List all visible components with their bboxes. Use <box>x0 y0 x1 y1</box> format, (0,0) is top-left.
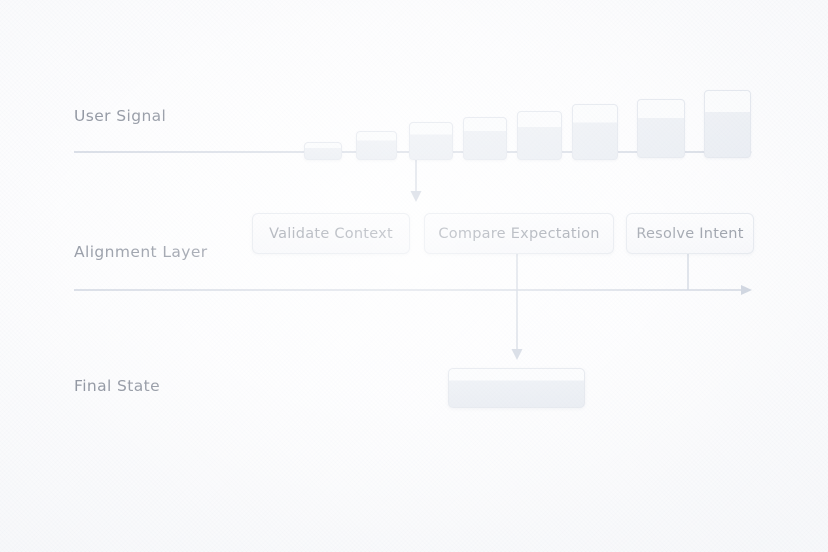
node-resolve-intent[interactable]: Resolve Intent <box>626 213 754 254</box>
row-label-alignment-layer: Alignment Layer <box>74 243 208 261</box>
connector-arrow-alignment-to-final <box>511 349 523 360</box>
node-label-validate-context: Validate Context <box>269 225 393 242</box>
axis-arrow-alignment-layer <box>741 285 752 295</box>
connector-arrow-signal-to-alignment <box>410 191 422 202</box>
node-compare-expectation[interactable]: Compare Expectation <box>424 213 614 254</box>
signal-block-8 <box>704 90 751 158</box>
node-label-resolve-intent: Resolve Intent <box>636 225 744 242</box>
final-state-block <box>448 368 585 408</box>
signal-block-3 <box>409 122 453 160</box>
signal-block-2 <box>356 131 397 160</box>
node-label-compare-expectation: Compare Expectation <box>438 225 600 242</box>
row-label-final-state: Final State <box>74 377 161 395</box>
node-validate-context[interactable]: Validate Context <box>252 213 410 254</box>
signal-block-4 <box>463 117 507 160</box>
row-label-user-signal: User Signal <box>74 107 167 125</box>
signal-block-6 <box>572 104 618 160</box>
signal-block-5 <box>517 111 562 160</box>
signal-block-7 <box>637 99 685 158</box>
signal-block-1 <box>304 142 342 160</box>
